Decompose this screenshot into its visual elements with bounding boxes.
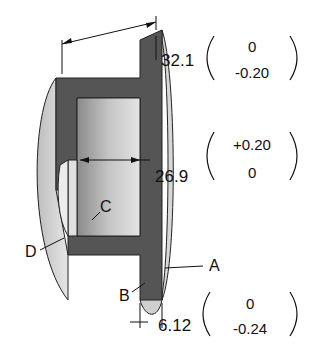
dimension-line xyxy=(130,303,162,328)
dimension-value: 26.9 xyxy=(155,168,188,185)
arrowhead xyxy=(80,157,140,163)
tolerance-bracket xyxy=(203,36,297,336)
tolerance-value: 0 xyxy=(248,165,256,180)
tolerance-value: 0 xyxy=(246,296,254,311)
tolerance-value: -0.20 xyxy=(235,65,269,80)
leader-line xyxy=(40,212,203,292)
dimension-value: 32.1 xyxy=(161,52,194,69)
tolerance-value: 0 xyxy=(248,39,256,54)
tolerance-value: -0.24 xyxy=(233,321,267,336)
step-face xyxy=(58,160,68,236)
dimension-line xyxy=(62,16,156,74)
tolerance-value: +0.20 xyxy=(233,137,271,152)
arrowhead xyxy=(62,22,156,44)
flange-surface xyxy=(162,30,173,300)
part-label: D xyxy=(25,244,37,260)
part-label: A xyxy=(209,258,220,274)
dimension-value: 6.12 xyxy=(158,317,191,334)
part-label: C xyxy=(100,199,112,215)
part-label: B xyxy=(119,288,130,304)
step-face xyxy=(68,160,77,236)
inner-cavity xyxy=(77,98,140,236)
section-face xyxy=(56,30,162,300)
